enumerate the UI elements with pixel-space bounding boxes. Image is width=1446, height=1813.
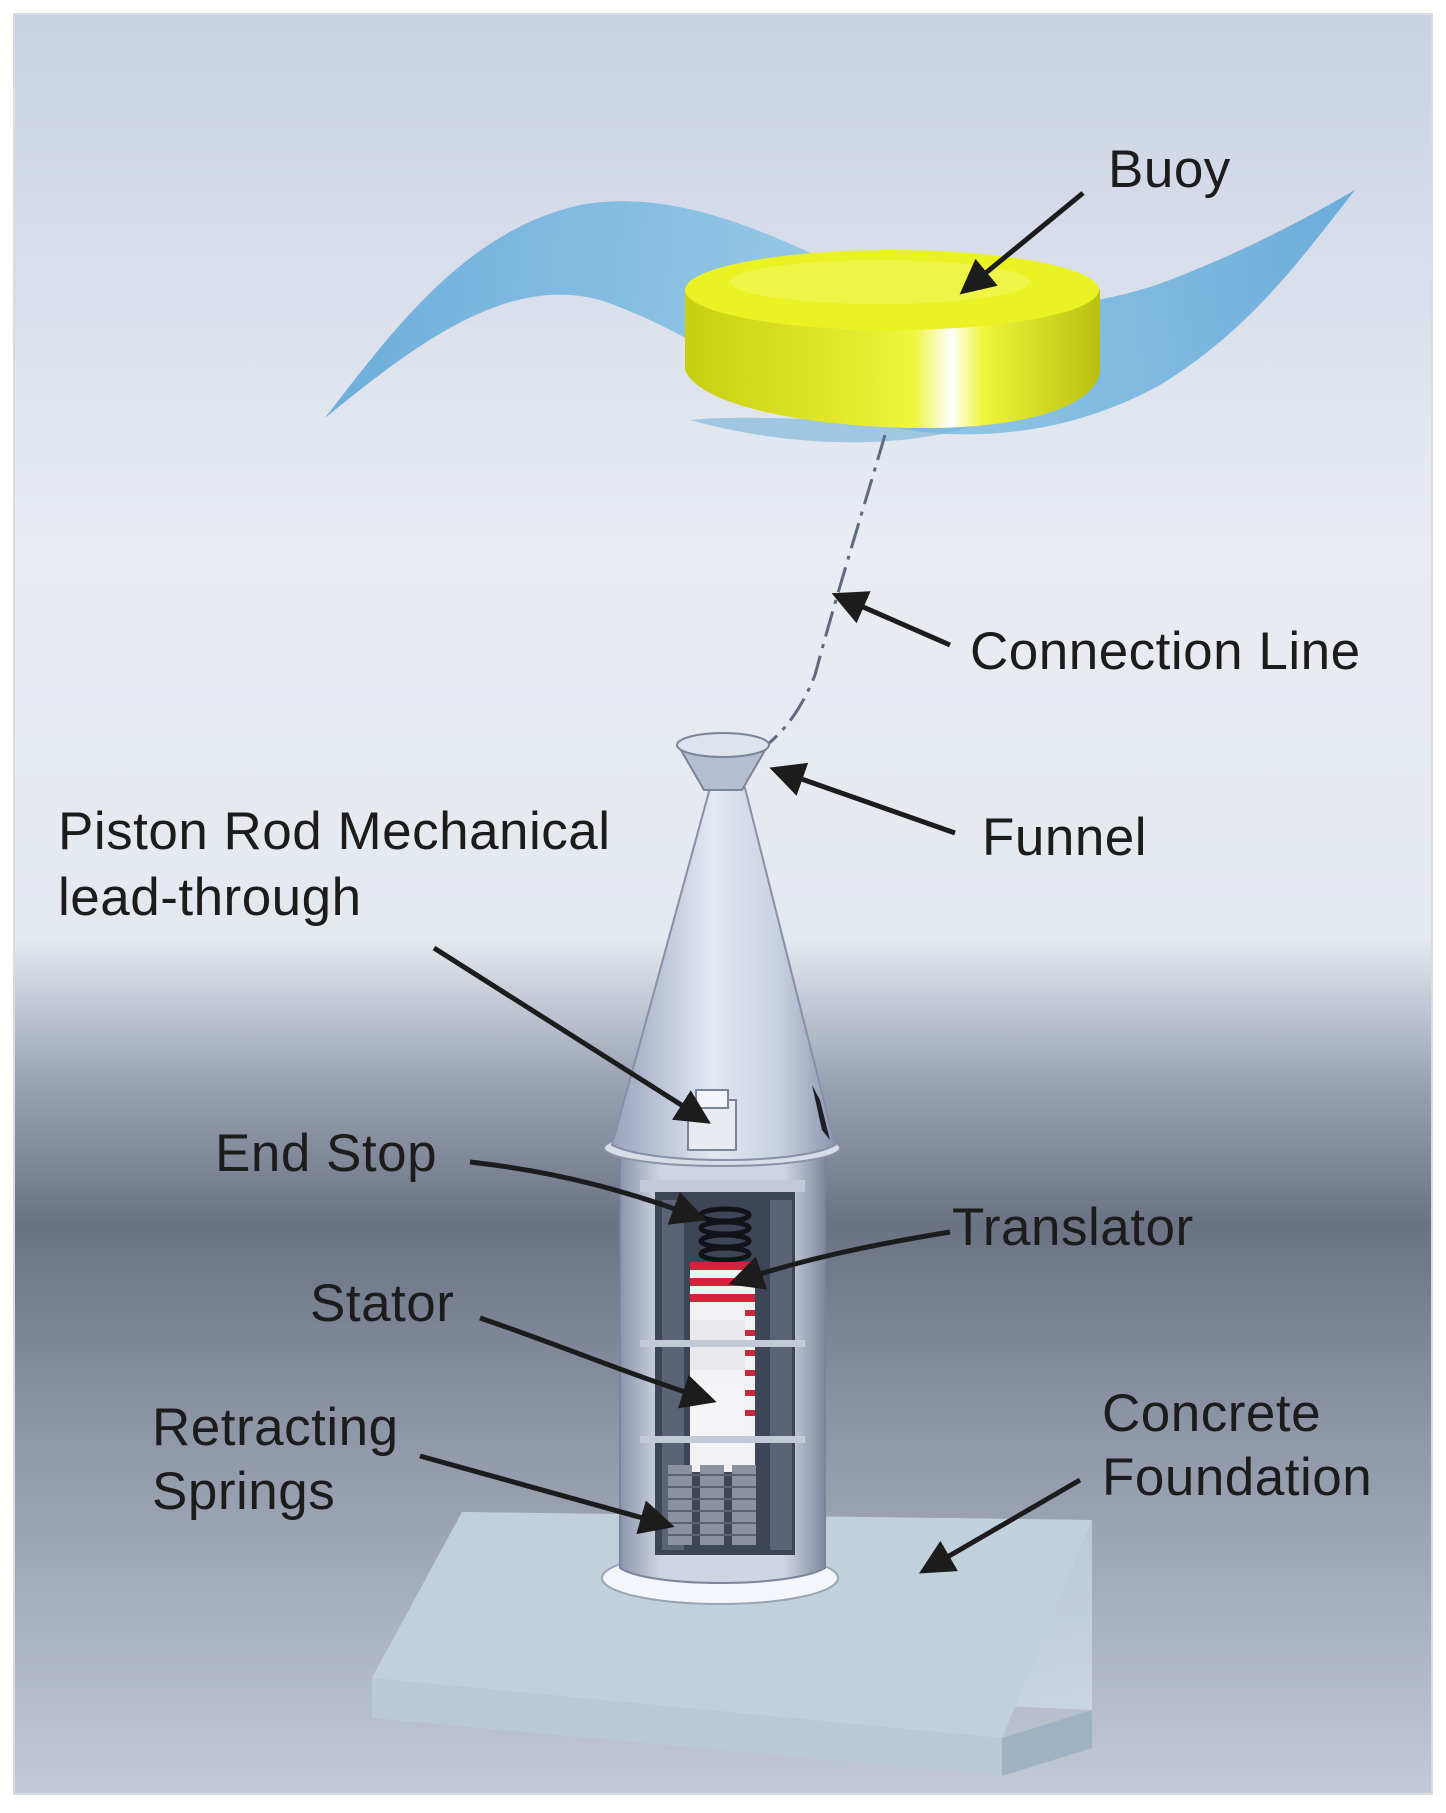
buoy-top-highlight — [730, 260, 1030, 304]
label-piston-rod-line1: Piston Rod Mechanical — [58, 802, 611, 861]
cone-dark-notch — [812, 1085, 830, 1140]
label-retracting-springs-line2: Springs — [152, 1462, 336, 1521]
label-funnel: Funnel — [982, 808, 1148, 867]
end-stop-spring — [698, 1206, 752, 1263]
label-retracting-springs-line1: Retracting — [152, 1398, 399, 1457]
foundation-top-face — [372, 1512, 1092, 1738]
label-piston-rod-line2: lead-through — [58, 868, 362, 927]
foundation-right — [1002, 1710, 1092, 1776]
funnel-rim — [676, 732, 770, 758]
stator-column-left — [662, 1200, 684, 1550]
concrete-foundation-arrow — [918, 1477, 1082, 1574]
frame-border — [13, 13, 1433, 1795]
housing-cone — [610, 787, 837, 1161]
concrete-foundation-block — [372, 1512, 1092, 1776]
connection-line-cable — [744, 434, 887, 762]
connection-line-arrow — [831, 591, 952, 648]
label-connection-line: Connection Line — [970, 622, 1361, 681]
piston-rod-cap — [695, 1089, 729, 1109]
label-concrete-foundation-line2: Foundation — [1102, 1448, 1373, 1507]
stator-ring-2 — [640, 1436, 805, 1443]
label-concrete-foundation-line1: Concrete — [1102, 1384, 1322, 1443]
stator-ring-1 — [640, 1340, 805, 1347]
retracting-springs-lines — [668, 1474, 756, 1536]
cutaway-interior — [640, 1180, 805, 1555]
foundation-front — [372, 1678, 1002, 1776]
stator-arrow — [479, 1315, 717, 1409]
retracting-springs-arrow — [419, 1453, 675, 1535]
translator-arrow — [728, 1229, 951, 1290]
label-translator: Translator — [952, 1198, 1194, 1257]
buoy-arrow — [959, 191, 1085, 295]
label-buoy: Buoy — [1108, 140, 1231, 199]
piston-rod-arrow — [432, 945, 711, 1124]
stator-column-right — [770, 1200, 792, 1550]
buoy-illustration — [685, 250, 1100, 428]
inner-frame-plate — [640, 1180, 805, 1192]
retracting-springs-coils — [668, 1465, 756, 1545]
wave-shadow — [690, 390, 1070, 443]
label-stator: Stator — [310, 1274, 455, 1333]
label-end-stop: End Stop — [215, 1124, 438, 1183]
end-stop-arrow — [469, 1159, 707, 1225]
funnel-arrow — [769, 762, 956, 836]
